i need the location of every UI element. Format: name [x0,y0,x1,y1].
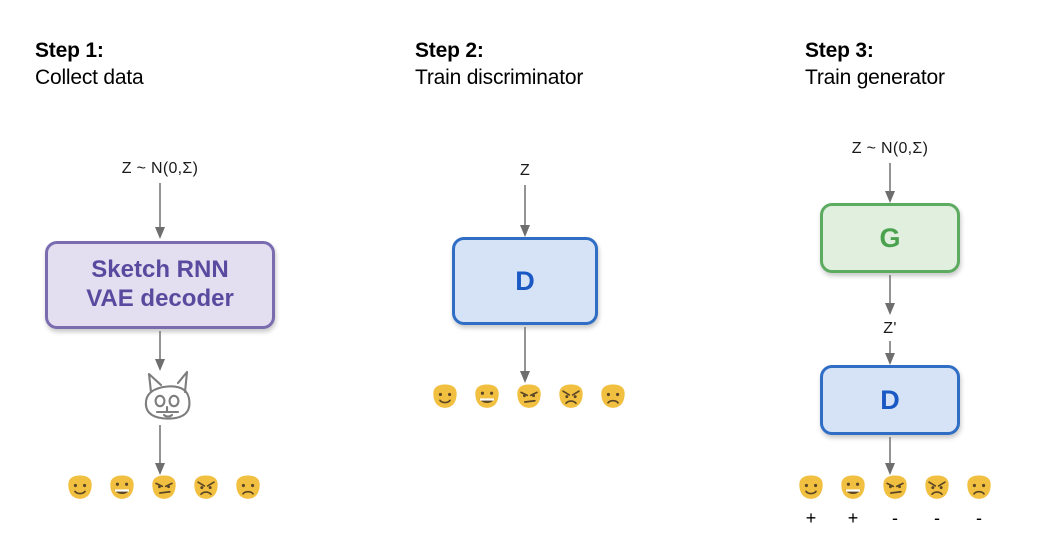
step-1-rating-row [65,473,263,503]
step-3-title: Step 3: [805,39,874,62]
grinning-face-with-smiling-eyes-icon [472,382,502,412]
arrow-discriminator-to-ratings [885,437,895,475]
slightly-smiling-face-icon [796,473,826,503]
step-3-intermediate-label: Z' [883,320,897,337]
arrow-latent-to-decoder [155,183,165,239]
step-2-rating-row [430,382,628,412]
rating-sign-1: + [847,508,859,528]
step-3-subtitle: Train generator [805,65,945,89]
step-3-sign-row: + + - - - [796,508,994,529]
arrow-discriminator-to-ratings [520,327,530,383]
rating-sign-2: - [892,508,898,528]
arrow-zprime-to-discriminator [885,341,895,365]
angry-face-icon [191,473,221,503]
step-3-column: Step 3: Train generator Z ~ N(0,Σ) G Z' … [770,0,1044,550]
discriminator-box[interactable]: D [820,365,960,435]
step-1-latent-label: Z ~ N(0,Σ) [121,160,199,177]
step-1-title: Step 1: [35,39,104,62]
step-3-rating-row [796,473,994,503]
cat-sketch [144,370,191,420]
grinning-face-with-smiling-eyes-icon [107,473,137,503]
step-1-subtitle: Collect data [35,65,144,89]
rating-sign-3: - [934,508,940,528]
unamused-face-icon [880,473,910,503]
unamused-face-icon [149,473,179,503]
discriminator-box-label: D [880,384,900,415]
frowning-face-icon [233,473,263,503]
angry-face-icon [556,382,586,412]
decoder-box-line-1: Sketch RNN [91,256,229,284]
step-3-header: Step 3: Train generator [805,38,945,92]
step-2-subtitle: Train discriminator [415,65,584,89]
arrow-decoder-to-sketch [155,331,165,371]
step-2-title: Step 2: [415,39,484,62]
generator-box-label: G [879,222,901,253]
slightly-smiling-face-icon [65,473,95,503]
discriminator-box-label: D [515,265,535,296]
angry-face-icon [922,473,952,503]
rating-sign-0: + [805,508,817,528]
arrow-generator-to-zprime [885,275,895,315]
rating-sign-4: - [976,508,982,528]
sketch-rnn-vae-decoder-box[interactable]: Sketch RNN VAE decoder [45,241,275,329]
unamused-face-icon [514,382,544,412]
step-1-column: Step 1: Collect data Z ~ N(0,Σ) Sketch R… [0,0,380,550]
step-2-header: Step 2: Train discriminator [415,38,583,92]
step-2-latent-label: Z [519,162,531,179]
decoder-box-line-2: VAE decoder [86,285,234,312]
arrow-latent-to-generator [885,163,895,203]
arrow-sketch-to-ratings [155,425,165,475]
step-2-column: Step 2: Train discriminator Z D [380,0,770,550]
frowning-face-icon [598,382,628,412]
arrow-latent-to-discriminator [520,185,530,237]
discriminator-box[interactable]: D [452,237,598,325]
step-3-latent-label: Z ~ N(0,Σ) [851,140,929,157]
slightly-smiling-face-icon [430,382,460,412]
generator-box[interactable]: G [820,203,960,273]
grinning-face-with-smiling-eyes-icon [838,473,868,503]
frowning-face-icon [964,473,994,503]
step-1-header: Step 1: Collect data [35,38,144,92]
